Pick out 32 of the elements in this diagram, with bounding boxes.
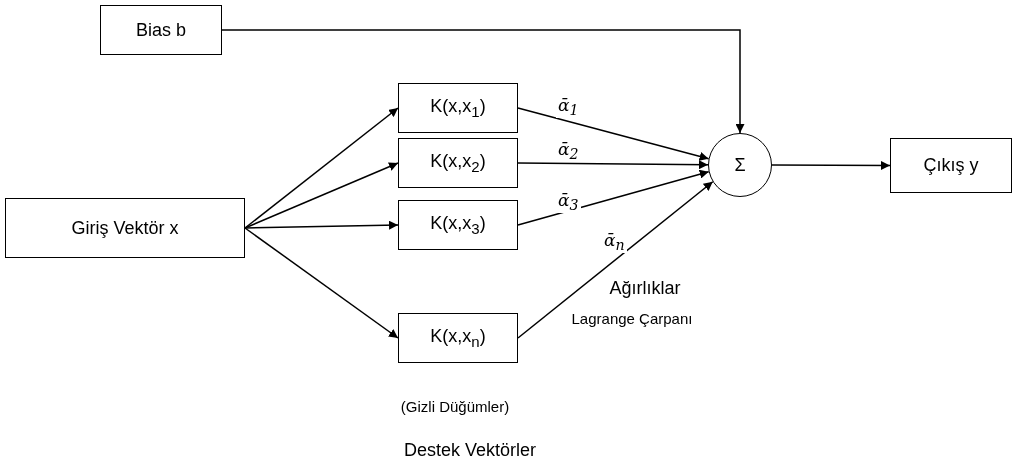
arrow [244, 162, 399, 229]
process-box [398, 83, 518, 133]
node-label: Σ [734, 154, 746, 176]
process-box [398, 138, 518, 188]
process-box [100, 5, 222, 55]
process-box [398, 200, 518, 250]
arrow [517, 160, 709, 170]
node-label: K(x,x$_{n}$) [430, 326, 486, 350]
arrow [771, 160, 891, 170]
node-label: K(x,x$_{2}$) [430, 151, 486, 175]
arrow [244, 107, 399, 229]
arrow [517, 107, 710, 161]
node-label: Çıkış y [923, 155, 979, 176]
annotation-label: Ağırlıklar [609, 278, 681, 299]
arrow [517, 181, 714, 339]
process-box [398, 313, 518, 363]
process-box [890, 138, 1012, 193]
arrow [517, 169, 710, 226]
edge-label: ᾱ$_{3}$ [556, 192, 581, 213]
annotation-label: Lagrange Çarpanı [571, 310, 693, 327]
annotation-label: Destek Vektörler [403, 440, 537, 461]
node-label: K(x,x$_{1}$) [430, 96, 486, 120]
node-label: K(x,x$_{3}$) [430, 213, 486, 237]
edge-label: ᾱ$_{n}$ [602, 232, 627, 253]
arrow [244, 227, 399, 339]
edge-label: ᾱ$_{2}$ [556, 141, 581, 162]
arrow [244, 220, 399, 230]
node-label: Bias b [136, 19, 186, 41]
annotation-label: (Gizli Düğümler) [400, 398, 510, 415]
process-box [5, 198, 245, 258]
node-label: Giriş Vektör x [71, 217, 179, 239]
arrow [221, 29, 745, 134]
